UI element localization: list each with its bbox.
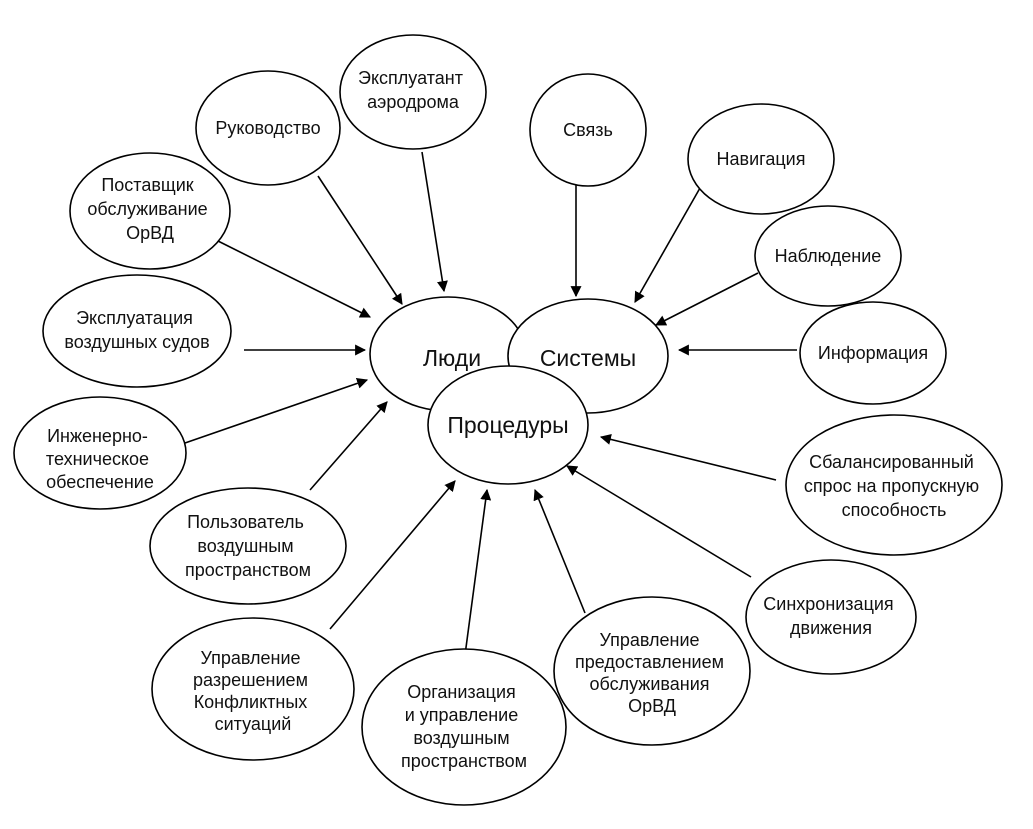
core-systems-label: Системы	[540, 345, 636, 371]
node-traffic-sync-line-2: движения	[790, 618, 872, 638]
node-airspace-organization: Организация и управление воздушным прост…	[361, 648, 567, 806]
node-aerodrome-operator-line-2: аэродрома	[367, 92, 460, 112]
core-procedures	[427, 365, 589, 485]
node-airspace-user-line-1: Пользователь	[187, 512, 304, 532]
node-engineering-line-2: техническое	[46, 449, 149, 469]
node-traffic-sync: Синхронизация движения	[745, 559, 917, 675]
arrow-airspace-organization	[464, 488, 492, 656]
arrow-balanced-demand	[599, 434, 777, 481]
node-balanced-demand: Сбалансированный спрос на пропускную спо…	[785, 414, 1003, 556]
arrow-service-delivery	[533, 488, 586, 614]
node-surveillance-line: Наблюдение	[775, 246, 882, 266]
node-service-delivery-line-3: обслуживания	[589, 674, 709, 694]
svg-text:Пользователь воздушным: Пользователь воздушным пространством	[185, 512, 311, 580]
core-procedures-label: Процедуры	[447, 412, 568, 438]
node-communication: Связь	[529, 73, 647, 187]
arrow-traffic-sync	[566, 465, 752, 578]
node-service-delivery-line-4: ОрВД	[628, 696, 676, 716]
node-airspace-user: Пользователь воздушным пространством	[149, 487, 347, 605]
svg-text:Руководство: Руководство	[215, 118, 320, 138]
svg-text:Управление предоставлени: Управление предоставлением обслуживания …	[575, 630, 729, 716]
node-balanced-demand-line-2: спрос на пропускную	[804, 476, 979, 496]
node-aircraft-operation: Эксплуатация воздушных судов	[42, 274, 232, 388]
node-management: Руководство	[195, 70, 341, 186]
node-conflict-management-line-3: Конфликтных	[194, 692, 308, 712]
node-engineering-line-1: Инженерно-	[47, 426, 148, 446]
svg-text:Управление разрешением: Управление разрешением Конфликтных ситуа…	[193, 648, 313, 734]
arrow-navigation	[634, 187, 701, 303]
node-navigation-line: Навигация	[717, 149, 806, 169]
svg-text:Поставщик обслуживание: Поставщик обслуживание ОрВД	[87, 175, 212, 243]
svg-text:Наблюдение: Наблюдение	[775, 246, 882, 266]
svg-text:Навигация: Навигация	[717, 149, 806, 169]
arrow-aerodrome-operator	[421, 151, 448, 293]
node-traffic-sync-line-1: Синхронизация	[763, 594, 893, 614]
node-conflict-management: Управление разрешением Конфликтных ситуа…	[151, 617, 355, 761]
svg-text:Эксплуатация воздушных с: Эксплуатация воздушных судов	[64, 308, 209, 352]
node-conflict-management-line-4: ситуаций	[215, 714, 292, 734]
node-airspace-user-line-2: воздушным	[197, 536, 293, 556]
node-airspace-organization-line-3: воздушным	[413, 728, 509, 748]
node-service-delivery-line-1: Управление	[599, 630, 699, 650]
arrow-conflict-management	[329, 480, 456, 630]
node-service-delivery-line-2: предоставлением	[575, 652, 724, 672]
node-airspace-organization-line-1: Организация	[407, 682, 516, 702]
node-information-line: Информация	[818, 343, 928, 363]
node-balanced-demand-line-3: способность	[842, 500, 947, 520]
node-ats-provider: Поставщик обслуживание ОрВД	[69, 152, 231, 270]
node-conflict-management-line-2: разрешением	[193, 670, 308, 690]
arrow-surveillance	[655, 272, 759, 326]
svg-text:Организация и управление: Организация и управление воздушным прост…	[401, 682, 527, 771]
arrow-ats-provider	[215, 239, 371, 318]
node-ats-provider-line-2: обслуживание	[87, 199, 207, 219]
node-aerodrome-operator: Эксплуатант аэродрома	[339, 34, 487, 150]
node-aircraft-operation-line-2: воздушных судов	[64, 332, 209, 352]
node-aircraft-operation-line-1: Эксплуатация	[76, 308, 193, 328]
svg-text:Сбалансированный спрос н: Сбалансированный спрос на пропускную спо…	[804, 452, 984, 520]
node-management-line: Руководство	[215, 118, 320, 138]
core-people-label: Люди	[423, 345, 481, 371]
svg-text:Информация: Информация	[818, 343, 928, 363]
arrow-management	[317, 175, 403, 305]
node-airspace-organization-line-2: и управление	[405, 705, 519, 725]
node-balanced-demand-line-1: Сбалансированный	[809, 452, 974, 472]
node-conflict-management-line-1: Управление	[200, 648, 300, 668]
svg-text:Эксплуатант аэродрома: Эксплуатант аэродрома	[358, 68, 468, 112]
node-airspace-organization-line-4: пространством	[401, 751, 527, 771]
node-airspace-user-line-3: пространством	[185, 560, 311, 580]
node-communication-line: Связь	[563, 120, 613, 140]
node-service-delivery: Управление предоставлением обслуживания …	[553, 596, 751, 746]
svg-text:Синхронизация движения: Синхронизация движения	[763, 594, 898, 638]
node-ats-provider-line-1: Поставщик	[101, 175, 193, 195]
arrows	[184, 151, 797, 656]
svg-text:Связь: Связь	[563, 120, 613, 140]
node-ats-provider-line-3: ОрВД	[126, 223, 174, 243]
node-engineering: Инженерно- техническое обеспечение	[13, 396, 187, 510]
node-navigation: Навигация	[687, 103, 835, 215]
node-surveillance: Наблюдение	[754, 205, 902, 307]
node-information: Информация	[799, 301, 947, 405]
node-engineering-line-3: обеспечение	[46, 472, 154, 492]
node-aerodrome-operator-line-1: Эксплуатант	[358, 68, 463, 88]
svg-text:Инженерно- техническое: Инженерно- техническое обеспечение	[46, 426, 154, 492]
arrow-airspace-user	[309, 401, 388, 491]
arrow-engineering	[184, 378, 369, 444]
